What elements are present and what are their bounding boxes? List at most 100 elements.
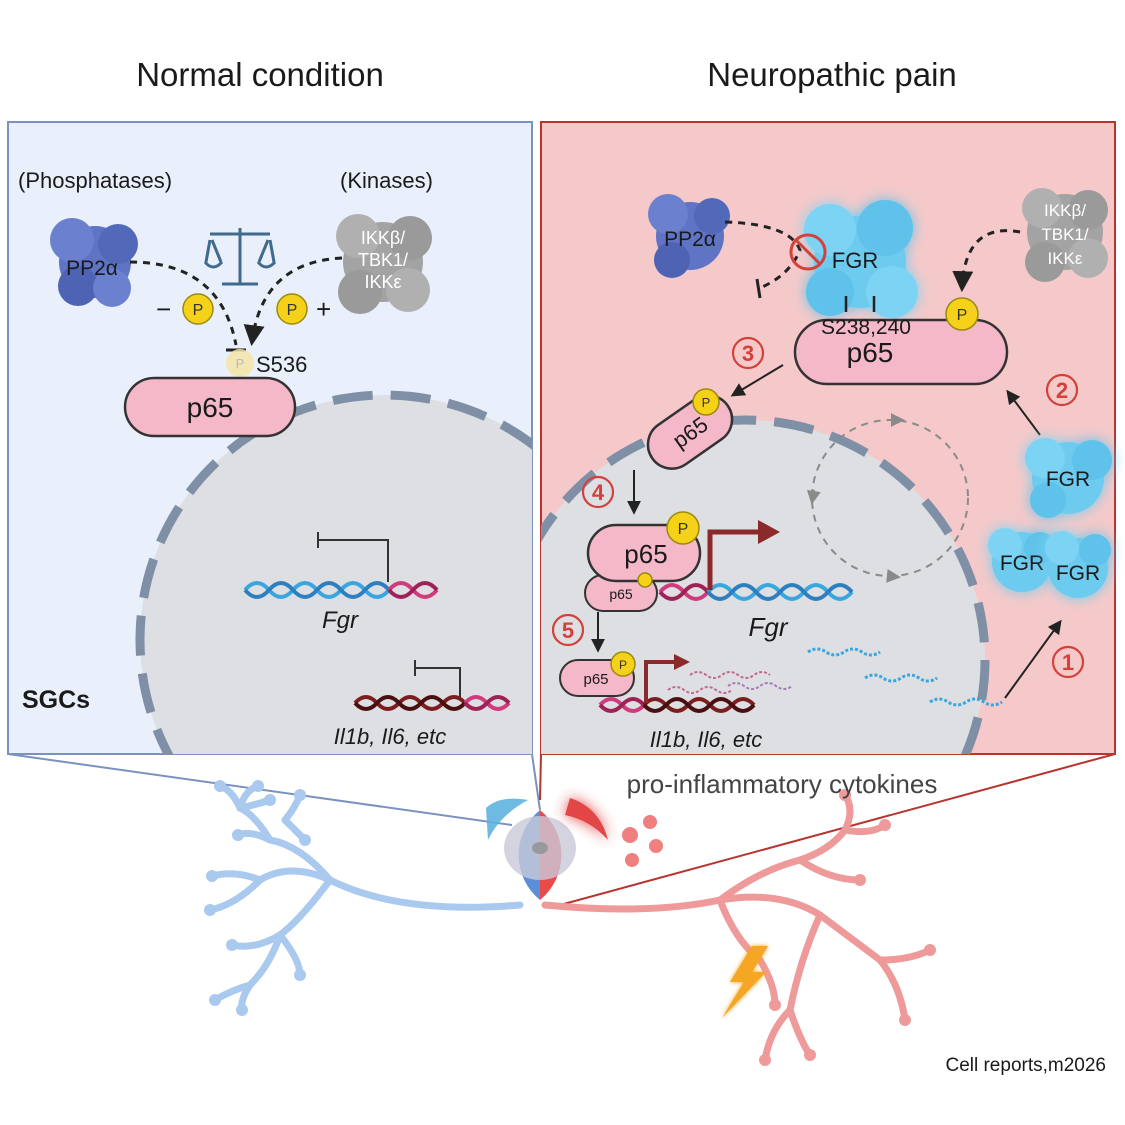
balance-scale-icon [203, 228, 277, 286]
faded-phosphate-icon [226, 349, 254, 377]
kinase-phosphorylation-path [952, 229, 1021, 293]
phosphate-icon [182, 293, 214, 325]
step-3-marker [731, 336, 765, 370]
phosphate-label: P [193, 302, 204, 319]
pp2a-dephosphorylation-path [129, 260, 238, 346]
step-1-marker [1051, 645, 1085, 679]
red-dendrite-tips [759, 789, 936, 1066]
red-dendrites [541, 791, 934, 1064]
cytokine-genes-label: Il1b, Il6, etc [334, 724, 447, 749]
p65-label: p65 [847, 337, 894, 368]
cytokine-particles [622, 815, 663, 867]
lightning-icon [722, 946, 768, 1018]
fgr-gene-label: Fgr [322, 607, 359, 634]
phosphate-label: P [287, 302, 298, 319]
p65-protein [793, 318, 1009, 386]
dna-strand [642, 697, 756, 713]
right-zoom-line-outer [559, 753, 1116, 906]
citation-label: Cell reports,m2026 [945, 1055, 1106, 1076]
step-2-arrow [1006, 389, 1041, 436]
phosphate-label: P [957, 307, 968, 324]
s238-240-site-label: S238,240 [821, 316, 911, 339]
mrna-strand [727, 682, 793, 690]
repression-mark [415, 667, 461, 700]
step-2-marker [1045, 373, 1079, 407]
no-symbol-icon [789, 233, 827, 271]
transcription-arrowhead [758, 520, 780, 544]
step-5-marker [551, 613, 585, 647]
dna-strand [706, 583, 854, 601]
kinase-label-line-3: IKKε [364, 272, 401, 292]
kinase-label-line-2: TBK1/ [358, 250, 408, 270]
step-4-marker [581, 475, 615, 509]
pp2a-label: PP2α [664, 228, 716, 251]
kinase-complex: IKKβ/ TBK1/ IKKε [1022, 188, 1108, 282]
phosphate-icon [945, 297, 979, 331]
phosphate-icon [276, 293, 308, 325]
promoter-strand [463, 695, 511, 711]
feedback-arrowhead [886, 568, 901, 583]
fgr-label: FGR [1000, 552, 1044, 575]
fgr-gene-repressed: Fgr [243, 532, 439, 634]
pro-inflammatory-cytokines-label: pro-inflammatory cytokines [627, 769, 938, 799]
cytokine-genes-label: Il1b, Il6, etc [650, 727, 763, 752]
step-1-label: 1 [1062, 650, 1074, 675]
transcription-arrowhead [674, 654, 690, 670]
fgr-label: FGR [1046, 468, 1090, 491]
faded-phosphate-label: P [236, 356, 245, 371]
step-4-label: 4 [592, 480, 605, 505]
step-3-arrow [730, 364, 784, 397]
phosphate-label: P [678, 521, 689, 538]
phosphate-icon [692, 388, 720, 416]
fgr-gene-label: Fgr [749, 612, 789, 642]
pp2a-blocked-path [724, 220, 802, 290]
minus-sign: − [156, 294, 171, 324]
phosphatases-label: (Phosphatases) [18, 168, 172, 193]
phosphate-label: P [619, 658, 627, 672]
right-zoom-line-inner [539, 753, 542, 801]
phosphate-label: P [702, 395, 711, 410]
transcription-arrow [644, 660, 676, 703]
cytokine-genes-repressed: Il1b, Il6, etc [334, 660, 511, 749]
dna-strand [642, 697, 756, 713]
pp2a-inhibit-bar [755, 278, 762, 299]
p65-label: p65 [187, 392, 234, 423]
left-nuclear-envelope [135, 390, 532, 754]
step-1-arrow [1004, 619, 1062, 699]
kinase-phosphorylation-path [243, 256, 343, 347]
pp2a-protein: PP2α [50, 218, 138, 307]
plus-phospho-badge: P + [276, 293, 331, 325]
promoter-strand [658, 583, 710, 601]
dna-strand [243, 581, 391, 599]
p65-protein [123, 376, 297, 438]
fgr-label: FGR [832, 248, 878, 273]
neuropathic-pain-panel: PP2α IKKβ/ TBK1/ IKKε FGR [540, 121, 1116, 755]
s536-site-label: S536 [256, 352, 307, 377]
step-2-label: 2 [1056, 378, 1068, 403]
feedback-arrowhead [806, 489, 821, 505]
phosphate-small-icon [637, 572, 653, 588]
kinase-label-line-1: IKKβ/ [361, 228, 405, 248]
phosphate-icon [666, 511, 700, 545]
pp2a-label: PP2α [66, 257, 118, 280]
promoter-strand [387, 581, 439, 599]
normal-condition-panel: (Phosphatases) (Kinases) PP2α IKKβ/ TBK1… [7, 121, 533, 755]
phosphate-icon [610, 651, 636, 677]
fgr-protein [804, 200, 918, 318]
right-nuclear-envelope [541, 415, 990, 754]
dna-strand [353, 695, 467, 711]
dna-strand [353, 695, 467, 711]
p65-label: p65 [583, 671, 608, 688]
mrna-strand [667, 686, 733, 694]
repression-mark [318, 539, 389, 582]
normal-condition-heading: Normal condition [136, 56, 384, 93]
neuron [204, 780, 936, 1066]
transcription-arrow [707, 529, 760, 590]
step-5-label: 5 [562, 618, 574, 643]
plus-sign: + [316, 294, 331, 324]
kinase-complex: IKKβ/ TBK1/ IKKε [336, 214, 432, 314]
soma-nucleolus [532, 842, 548, 854]
minus-phospho-badge: − P [156, 293, 214, 325]
fgr-protein [1025, 438, 1112, 518]
p65-label: p65 [624, 539, 667, 569]
